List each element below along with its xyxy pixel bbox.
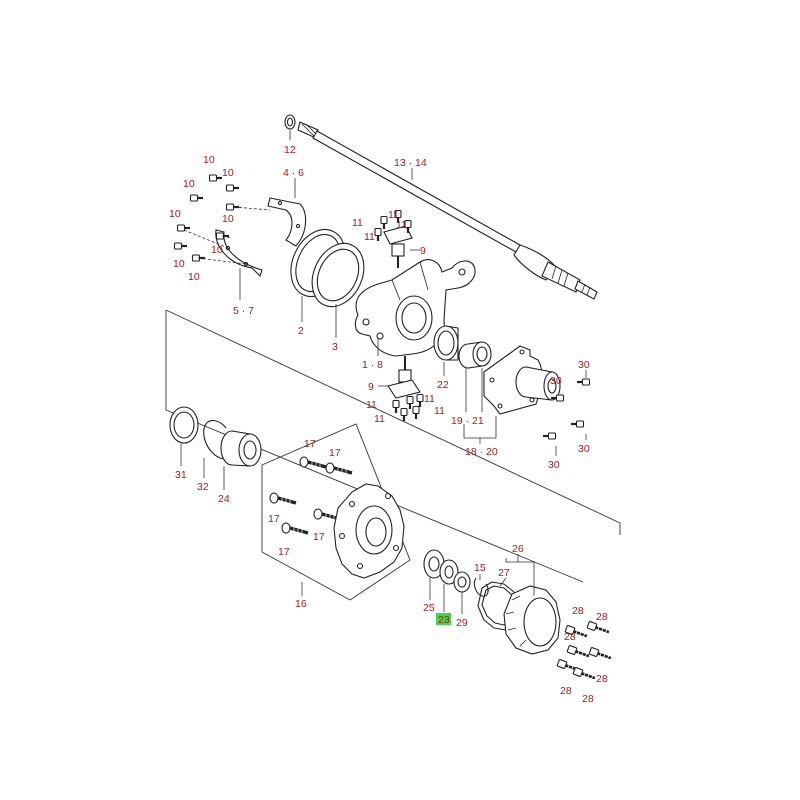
label-11: 11 [388,209,399,221]
label-30: 30 [578,359,590,371]
label-4-6: 4 · 6 [283,167,304,179]
label-28: 28 [572,605,584,617]
label-1-8: 1 · 8 [362,359,383,371]
oil-seal-31 [169,406,199,444]
label-9-lower: 9 [368,381,374,393]
label-12: 12 [284,144,296,156]
label-24: 24 [218,493,230,505]
label-17: 17 [304,438,316,450]
label-11: 11 [366,399,377,411]
label-25: 25 [423,602,435,614]
label-17: 17 [268,513,280,525]
label-30: 30 [578,443,590,455]
shim-plate-upper [267,197,307,247]
label-10: 10 [222,167,234,179]
bearing-22 [433,325,459,361]
label-13-14: 13 · 14 [394,157,427,169]
label-11: 11 [396,219,407,231]
label-10: 10 [222,213,234,225]
label-32: 32 [197,481,209,493]
spindle [483,345,561,415]
bolts-11-lower [391,393,425,423]
label-11: 11 [434,405,445,417]
label-10: 10 [203,154,215,166]
lock-washer-23 [439,559,459,585]
label-28: 28 [560,685,572,697]
label-18-20: 18 · 20 [465,446,498,458]
label-3: 3 [332,341,338,353]
label-17: 17 [278,546,290,558]
steering-knuckle [354,259,476,357]
label-30: 30 [550,375,562,387]
label-10: 10 [169,208,181,220]
label-29: 29 [456,617,468,629]
label-16: 16 [295,598,307,610]
part-labels: 12 13 · 14 4 · 6 5 · 7 2 3 1 · 8 9 9 11 … [169,144,608,705]
label-11: 11 [424,393,435,405]
label-30: 30 [548,459,560,471]
label-15: 15 [474,562,486,574]
label-9-upper: 9 [420,245,426,257]
label-28: 28 [596,611,608,623]
label-31: 31 [175,469,187,481]
label-11: 11 [352,217,363,229]
king-pin-lower [387,356,421,399]
label-10: 10 [183,178,195,190]
label-23: 23 [438,614,450,626]
label-27: 27 [498,567,510,579]
leader-lines [180,130,587,614]
wheel-bearing-24 [220,430,262,467]
drive-shaft [284,114,598,300]
lock-nut-29 [453,571,471,593]
label-17: 17 [313,531,325,543]
hub-assembly-frame [165,309,621,583]
seal-ring-3 [311,242,365,308]
label-28: 28 [596,673,608,685]
label-11: 11 [364,231,375,243]
label-10: 10 [173,258,185,270]
label-19-21: 19 · 21 [451,415,484,427]
label-10: 10 [188,271,200,283]
label-10: 10 [211,244,223,256]
king-pin-upper [383,225,413,268]
bushing-19-21 [458,341,492,369]
label-26: 26 [512,543,524,555]
label-28: 28 [564,631,576,643]
wheel-hub-box [261,423,411,601]
label-17: 17 [329,447,341,459]
label-23-highlight [436,613,451,625]
label-5-7: 5 · 7 [233,305,254,317]
label-28: 28 [582,693,594,705]
free-wheel-hub-26 [503,585,561,655]
label-2: 2 [298,325,304,337]
wheel-hub [333,483,405,579]
label-11: 11 [374,413,385,425]
label-22: 22 [437,379,449,391]
